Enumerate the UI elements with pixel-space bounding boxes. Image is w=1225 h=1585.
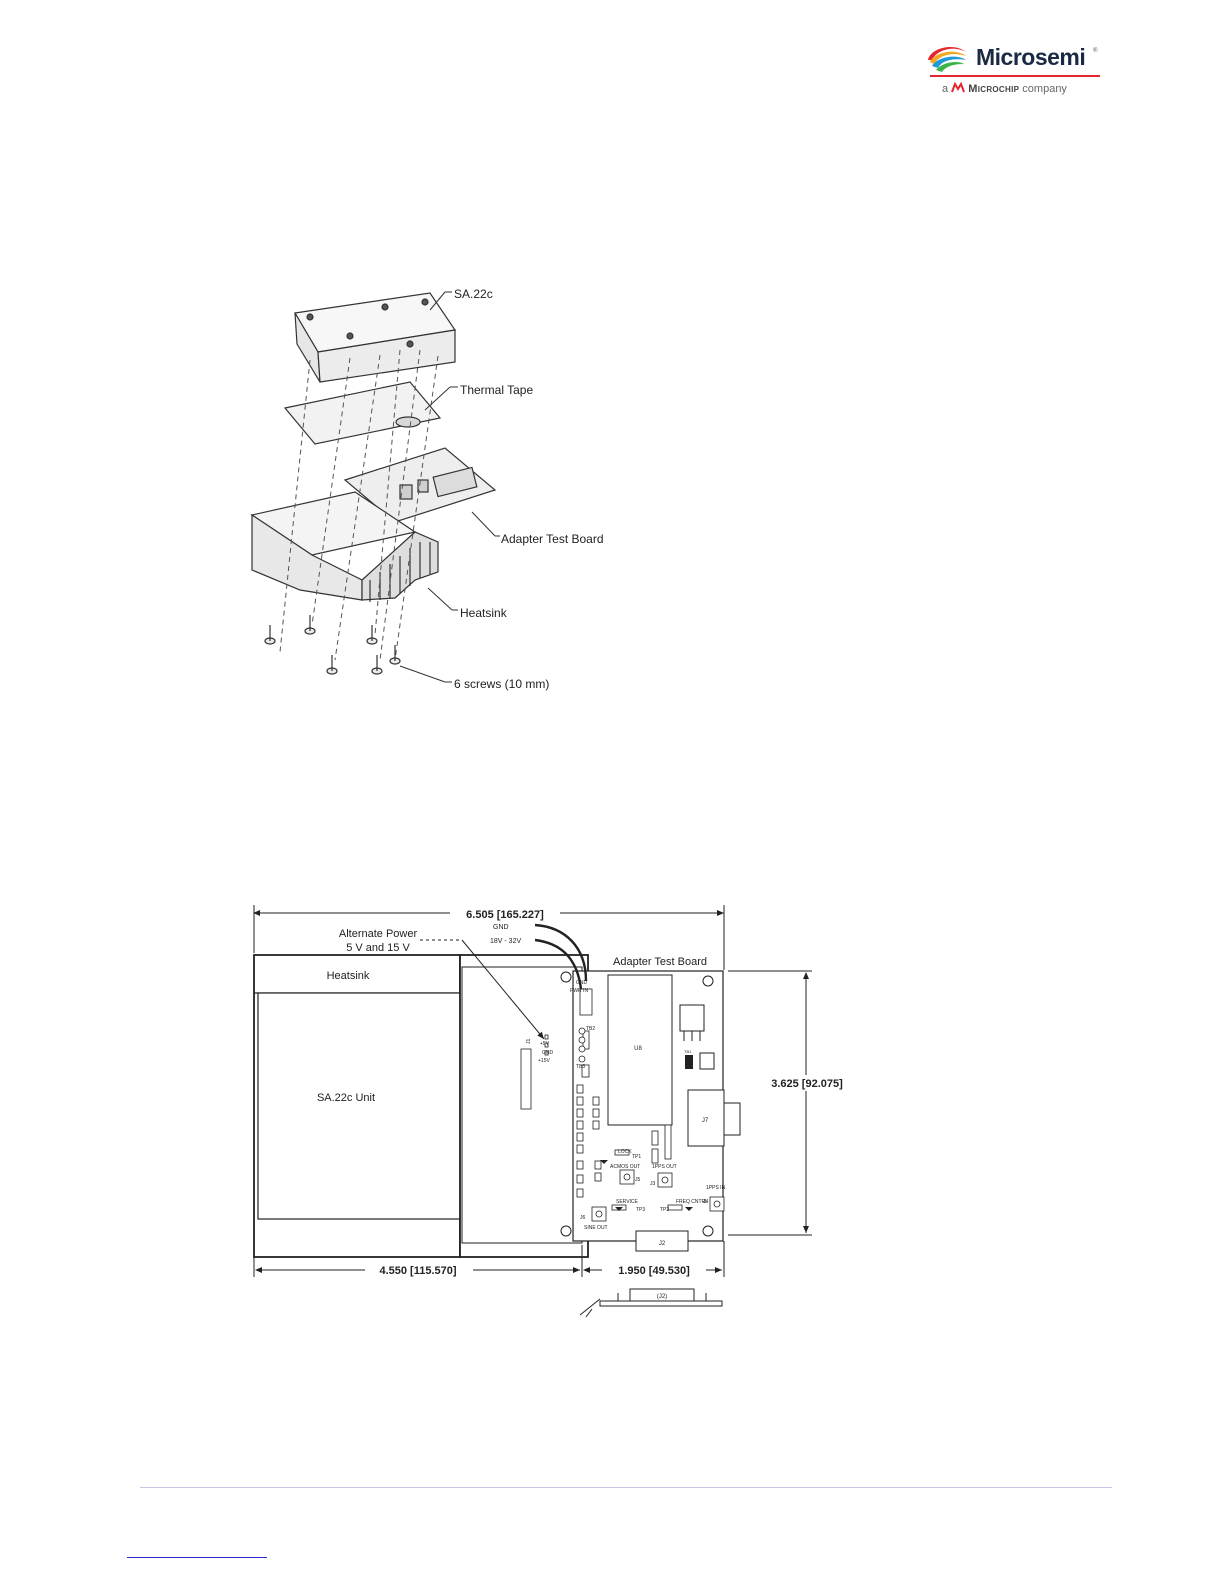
label-tb3: TB3 <box>576 1064 585 1070</box>
power-wires <box>534 923 588 990</box>
label-adapter-test-board-2: Adapter Test Board <box>613 956 707 968</box>
label-j3: J3 <box>650 1181 656 1187</box>
leader-lines <box>399 291 500 683</box>
label-alt-power-2: 5 V and 15 V <box>346 942 410 954</box>
microsemi-logo: Microsemi ® a Microchip company <box>928 40 1110 100</box>
label-j4: J4 <box>703 1199 709 1205</box>
label-gnd-small: GND <box>542 1050 554 1056</box>
label-j2-side: (J2) <box>657 1294 667 1300</box>
logo-subtitle: a Microchip company <box>942 81 1067 95</box>
dim-left-width-label: 4.550 [115.570] <box>379 1265 456 1277</box>
dimension-drawing: 6.505 [165.227] Heatsink SA.22c Unit U8 … <box>253 905 854 1318</box>
label-sa22c-unit: SA.22c Unit <box>317 1092 375 1104</box>
label-heatsink: Heatsink <box>460 606 508 620</box>
logo-wordmark: Microsemi <box>976 44 1086 70</box>
logo-sub-prefix: a <box>942 83 949 95</box>
dim-right-width-label: 1.950 [49.530] <box>618 1265 690 1277</box>
screws <box>264 615 401 675</box>
label-j2: J2 <box>659 1241 666 1247</box>
dim-height-label: 3.625 [92.075] <box>771 1078 843 1090</box>
label-freq-cntl: FREQ CNTRL <box>676 1199 708 1205</box>
label-j5: J5 <box>635 1177 641 1183</box>
label-voltage: 18V - 32V <box>490 938 521 945</box>
logo-sub-suffix: company <box>1022 83 1067 95</box>
label-gnd: GND <box>493 924 509 931</box>
label-p5v: +5V <box>540 1041 550 1047</box>
dim-total-width-label: 6.505 [165.227] <box>466 909 544 921</box>
footer-divider <box>140 1487 1112 1488</box>
microchip-icon <box>951 81 966 93</box>
j2-connector <box>635 1230 689 1252</box>
dimension-drawing-figure: 6.505 [165.227] Heatsink SA.22c Unit U8 … <box>240 885 880 1330</box>
label-gnd-in: GND <box>576 980 588 986</box>
alignment-lines <box>279 349 439 661</box>
label-adapter-test-board: Adapter Test Board <box>501 532 604 546</box>
small-components <box>520 988 725 1222</box>
label-j6: J6 <box>580 1215 586 1221</box>
label-sine-out: SINE OUT <box>584 1225 608 1231</box>
logo-sub-brand: Microchip <box>968 83 1020 95</box>
thermal-tape-sheet <box>283 381 442 445</box>
label-tp3: TP3 <box>636 1207 645 1213</box>
label-screws: 6 screws (10 mm) <box>454 677 549 691</box>
label-tp2: TP2 <box>660 1207 669 1213</box>
logo-red-rule <box>930 75 1100 77</box>
label-pps-out: 1PPS OUT <box>652 1164 677 1170</box>
unit-outline <box>257 992 461 1220</box>
u8-block <box>607 974 673 1126</box>
label-alt-power-1: Alternate Power <box>339 928 418 940</box>
label-sa22c: SA.22c <box>454 287 493 301</box>
label-tb2: TB2 <box>586 1026 595 1032</box>
tb1-block <box>685 1055 693 1069</box>
label-tp1: TP1 <box>632 1154 641 1160</box>
unit-box-front <box>317 329 456 383</box>
label-acmos-out: ACMOS OUT <box>610 1164 640 1170</box>
microsemi-swirl-icon <box>928 46 966 72</box>
label-pps-in: 1PPS IN <box>706 1185 726 1191</box>
exploded-assembly-drawing: SA.22c Thermal Tape Adapter Test Board H… <box>250 287 604 691</box>
dim-height <box>728 970 812 1236</box>
label-pwr-in: PWR IN <box>570 988 588 994</box>
label-service: SERVICE <box>616 1199 639 1205</box>
label-tb1: TB1 <box>684 1049 692 1054</box>
label-u8: U8 <box>634 1046 642 1052</box>
label-j7: J7 <box>702 1118 709 1124</box>
label-thermal-tape: Thermal Tape <box>460 383 533 397</box>
exploded-assembly-figure: SA.22c Thermal Tape Adapter Test Board H… <box>240 280 620 710</box>
label-j1: J1 <box>526 1039 532 1045</box>
label-heatsink-2: Heatsink <box>327 970 370 982</box>
label-lock: LOCK <box>618 1149 632 1155</box>
dim-total-bg <box>450 905 560 921</box>
board-side-view <box>579 1288 723 1318</box>
logo-trademark: ® <box>1093 48 1098 54</box>
j7-connector <box>687 1089 725 1147</box>
label-p15v: +15V <box>538 1058 550 1064</box>
footer-link-underline <box>127 1557 267 1558</box>
